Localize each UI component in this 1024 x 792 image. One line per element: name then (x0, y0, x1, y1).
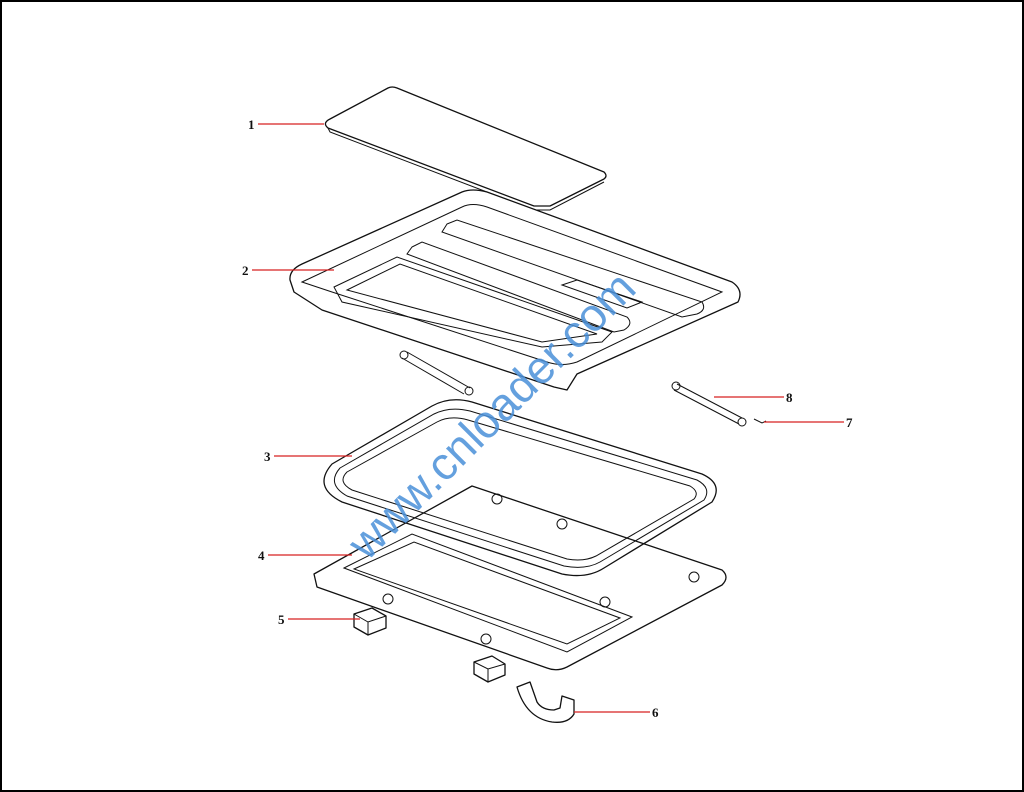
callout-7: 7 (846, 415, 853, 430)
callout-3: 3 (264, 449, 271, 464)
part-6-handle (516, 681, 575, 723)
part-3-seal (323, 399, 717, 577)
callout-4: 4 (258, 548, 265, 563)
callout-leaders (252, 123, 844, 713)
callout-1: 1 (248, 117, 255, 132)
callout-6: 6 (652, 705, 659, 720)
part-2-frame (289, 189, 741, 396)
callout-5: 5 (278, 612, 285, 627)
callout-8: 8 (786, 390, 793, 405)
part-8-strut (671, 381, 747, 427)
callout-2: 2 (242, 263, 249, 278)
part-4-base-plate (313, 485, 727, 671)
callout-labels: 1 2 3 4 5 6 7 8 (242, 117, 853, 720)
part-5-clips (353, 607, 506, 683)
